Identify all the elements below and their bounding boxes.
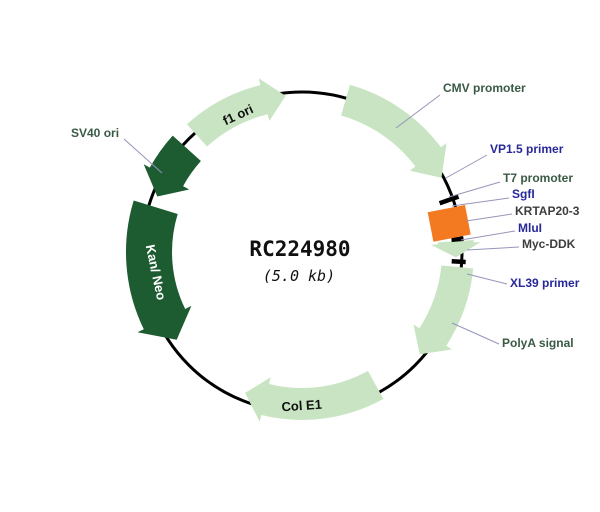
- leader-line-sgfi: [451, 197, 510, 207]
- feature-label-krtap20-3: KRTAP20-3: [515, 204, 580, 218]
- feature-label-polya-signal: PolyA signal: [502, 336, 574, 350]
- leader-line-vp15-primer: [445, 154, 488, 179]
- feature-label-xl39-primer: XL39 primer: [510, 276, 580, 290]
- site-tick-xl39-site: [451, 258, 466, 265]
- feature-label-sv40-ori: SV40 ori: [71, 126, 119, 140]
- feature-label-sgfi: SgfI: [512, 187, 535, 201]
- feature-arrow-sv40-ori: [143, 135, 201, 197]
- leader-line-cmv-promoter: [395, 94, 441, 129]
- feature-arrow-col-e1: [245, 370, 384, 422]
- feature-arrow-f1-ori: [186, 78, 286, 147]
- feature-arrow-cmv-promoter: [341, 84, 447, 178]
- feature-label-t7-promoter: T7 promoter: [503, 171, 573, 185]
- leader-line-t7-promoter: [448, 181, 501, 198]
- feature-arrow-myc-ddk-tag: [430, 240, 481, 258]
- feature-label-cmv-promoter: CMV promoter: [443, 81, 526, 95]
- site-tick-sgfi-site: [438, 194, 460, 206]
- plasmid-name: RC224980: [249, 237, 350, 261]
- leader-line-polya-signal: [451, 322, 500, 345]
- leader-line-myc-ddk: [466, 246, 520, 251]
- leader-line-krtap20-3: [465, 213, 513, 222]
- insert-block-krtap20-3-insert: [427, 205, 471, 242]
- feature-label-vp15-primer: VP1.5 primer: [490, 142, 564, 156]
- arrow-text-col-e1: Col E1: [281, 397, 322, 415]
- leader-line-mlui: [460, 230, 516, 241]
- feature-arrow-kan-neo: [125, 200, 192, 340]
- site-tick-mlui-site: [451, 236, 464, 242]
- feature-arrow-polya-signal: [413, 265, 474, 355]
- plasmid-size: (5.0 kb): [263, 267, 335, 285]
- feature-label-myc-ddk: Myc-DDK: [522, 237, 576, 251]
- feature-label-mlui: MluI: [518, 221, 542, 235]
- leader-line-sv40-ori: [123, 138, 163, 174]
- leader-line-xl39-primer: [466, 273, 508, 285]
